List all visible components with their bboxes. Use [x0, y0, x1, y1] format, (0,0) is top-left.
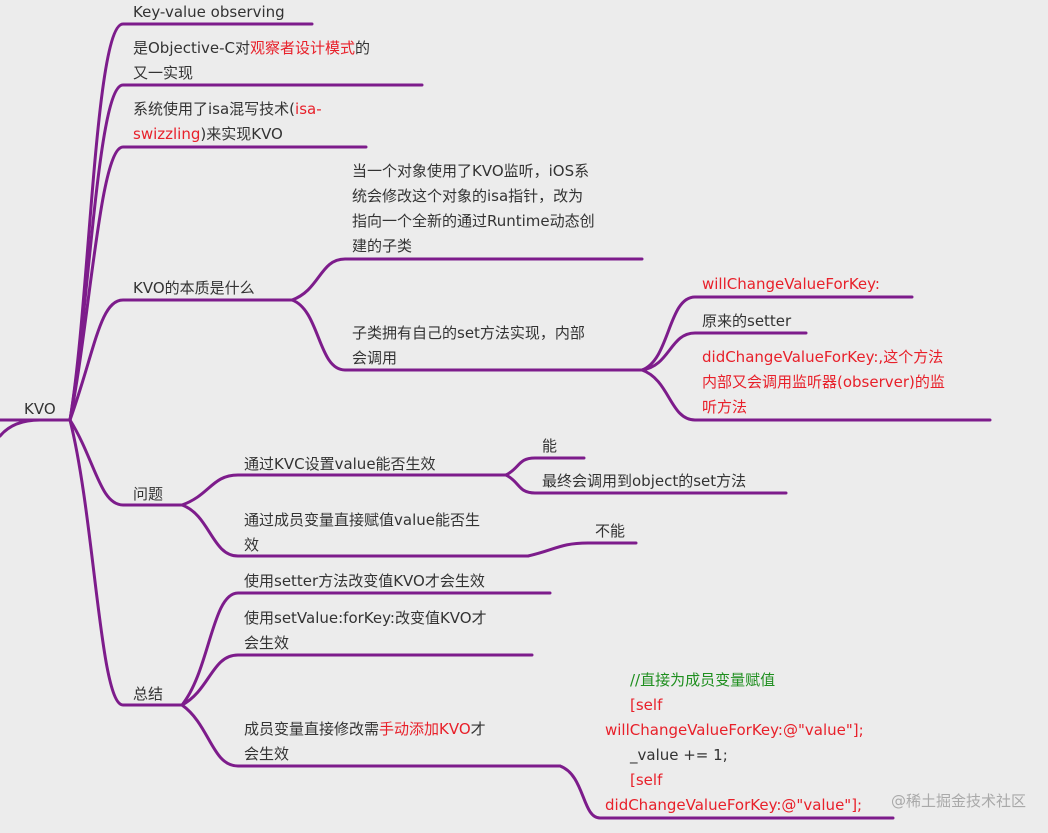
branch-s-setter	[180, 591, 552, 707]
branch-call-did	[640, 368, 992, 422]
branch-essence	[68, 298, 294, 422]
branch-q-member	[180, 503, 530, 558]
branch-root-stub	[0, 418, 42, 438]
node-s-manual: 成员变量直接修改需手动添加KVO才 会生效	[244, 717, 486, 767]
isa-tech-highlight-2: swizzling	[133, 125, 201, 143]
isa-tech-pre: 系统使用了isa混写技术(	[133, 100, 296, 118]
branch-kvc-detail	[504, 473, 788, 495]
node-q-kvc: 通过KVC设置value能否生效	[244, 455, 436, 473]
branch-kvc-yes	[504, 456, 586, 477]
call-will-label: willChangeValueForKey:	[702, 275, 880, 293]
member-line-1: 通过成员变量直接赋值value能否生	[244, 511, 480, 529]
code-comment: //直接为成员变量赋值	[630, 671, 776, 689]
branch-summary	[68, 418, 184, 707]
def-desc-pre: 是Objective-C对	[133, 39, 251, 57]
branch-essence-subclass	[290, 298, 644, 372]
call-did-line-3: 听方法	[702, 398, 748, 416]
branch-isa-tech	[68, 145, 368, 422]
code-will-call: willChangeValueForKey:@"value"];	[605, 721, 864, 739]
node-kvc-detail: 最终会调用到object的set方法	[542, 472, 747, 490]
watermark: @稀土掘金技术社区	[890, 792, 1026, 810]
branch-questions	[68, 418, 184, 507]
def-desc-post: 的	[355, 39, 371, 57]
essence-desc-line-2: 统会修改这个对象的isa指针，改为	[352, 187, 584, 205]
isa-tech-highlight-1: isa-	[295, 100, 322, 118]
def-desc-highlight: 观察者设计模式	[250, 39, 356, 57]
member-line-2: 效	[244, 536, 260, 554]
isa-tech-post: )来实现KVO	[200, 125, 283, 143]
manual-highlight: 手动添加KVO	[379, 720, 471, 738]
call-did-line-2: 内部又会调用监听器(observer)的监	[702, 373, 945, 391]
node-def-title: Key-value observing	[133, 3, 285, 21]
call-did-line-1: didChangeValueForKey:,这个方法	[702, 348, 944, 366]
code-self-2: [self	[630, 771, 663, 789]
branch-s-setvalue	[180, 653, 534, 707]
subclass-line-2: 会调用	[352, 349, 398, 367]
root-node: KVO	[24, 400, 56, 418]
setvalue-line-1: 使用setValue:forKey:改变值KVO才	[244, 609, 487, 627]
manual-post: 才	[470, 720, 486, 738]
node-call-setter: 原来的setter	[702, 312, 792, 330]
branch-call-will	[640, 295, 914, 372]
node-isa-tech: 系统使用了isa混写技术(isa- swizzling)来实现KVO	[133, 97, 322, 147]
setvalue-line-2: 会生效	[244, 634, 290, 652]
manual-line2: 会生效	[244, 745, 290, 763]
node-s-setter: 使用setter方法改变值KVO才会生效	[244, 572, 485, 590]
node-call-did: didChangeValueForKey:,这个方法 内部又会调用监听器(obs…	[702, 345, 945, 420]
code-snippet: //直接为成员变量赋值 [self willChangeValueForKey:…	[605, 668, 864, 818]
branch-s-code	[558, 764, 895, 820]
branch-s-manual	[180, 703, 562, 768]
subclass-line-1: 子类拥有自己的set方法实现，内部	[352, 324, 585, 342]
node-s-setvalue: 使用setValue:forKey:改变值KVO才 会生效	[244, 606, 487, 656]
branch-q-kvc	[180, 473, 508, 507]
node-def-desc: 是Objective-C对观察者设计模式的 又一实现	[133, 36, 370, 86]
essence-desc-line-1: 当一个对象使用了KVO监听，iOS系	[352, 162, 590, 180]
node-member-no: 不能	[595, 522, 626, 540]
node-kvc-yes: 能	[542, 437, 558, 455]
branch-call-setter	[640, 331, 808, 372]
essence-desc-line-3: 指向一个全新的通过Runtime动态创	[352, 212, 595, 230]
branch-member-no	[526, 541, 638, 558]
code-self-1: [self	[630, 696, 663, 714]
code-assign: _value += 1;	[630, 746, 728, 764]
branch-essence-desc	[290, 257, 644, 302]
node-questions: 问题	[133, 485, 164, 503]
manual-pre: 成员变量直接修改需	[244, 720, 380, 738]
essence-desc-line-4: 建的子类	[352, 237, 413, 255]
def-desc-line2: 又一实现	[133, 64, 194, 82]
node-essence: KVO的本质是什么	[133, 279, 255, 297]
node-essence-subclass: 子类拥有自己的set方法实现，内部 会调用	[352, 321, 585, 371]
node-call-will: willChangeValueForKey:	[702, 272, 880, 297]
code-did-call: didChangeValueForKey:@"value"];	[605, 796, 863, 814]
node-essence-desc: 当一个对象使用了KVO监听，iOS系 统会修改这个对象的isa指针，改为 指向一…	[352, 159, 595, 259]
node-summary: 总结	[133, 685, 164, 703]
node-q-member: 通过成员变量直接赋值value能否生 效	[244, 508, 480, 558]
